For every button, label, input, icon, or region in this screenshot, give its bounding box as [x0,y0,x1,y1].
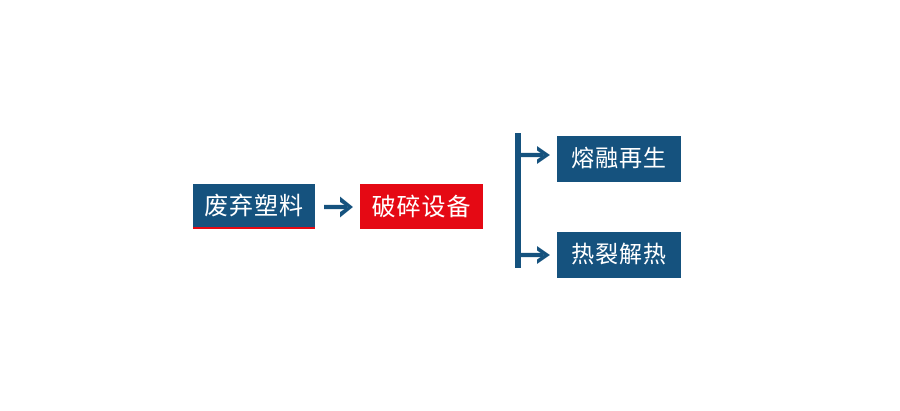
node-waste-plastic[interactable]: 废弃塑料 [193,184,315,229]
node-melt-regeneration-label: 熔融再生 [571,145,667,172]
node-waste-plastic-label: 废弃塑料 [204,191,304,220]
main-flow-arrow-icon [320,188,360,226]
node-melt-regeneration[interactable]: 熔融再生 [557,136,681,182]
node-crusher-equipment[interactable]: 破碎设备 [360,184,483,229]
node-pyrolysis-heat-label: 热裂解热 [571,241,667,268]
branch-split-connector-icon [505,125,565,285]
node-pyrolysis-heat[interactable]: 热裂解热 [557,232,681,278]
node-crusher-equipment-label: 破碎设备 [371,192,472,221]
